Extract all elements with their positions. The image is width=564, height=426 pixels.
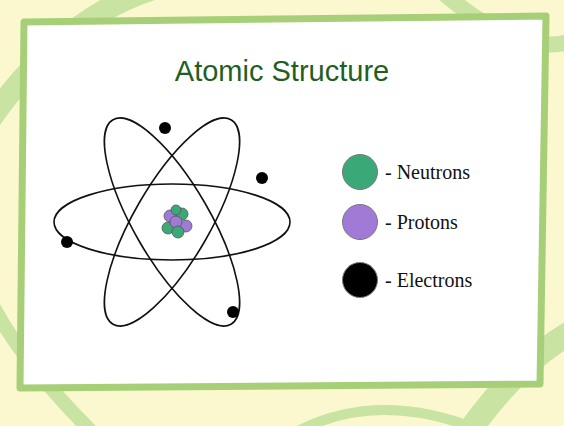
legend-swatch <box>342 204 378 240</box>
legend-swatch <box>342 154 378 190</box>
legend-text: - Neutrons <box>385 161 470 184</box>
legend-swatch <box>342 262 378 298</box>
legend-row: - Neutrons <box>342 153 470 191</box>
legend-row: - Protons <box>342 203 458 241</box>
legend-row: - Electrons <box>342 261 472 299</box>
diagram-title: Atomic Structure <box>40 55 524 88</box>
legend-text: - Electrons <box>385 269 472 292</box>
legend-text: - Protons <box>385 211 458 234</box>
